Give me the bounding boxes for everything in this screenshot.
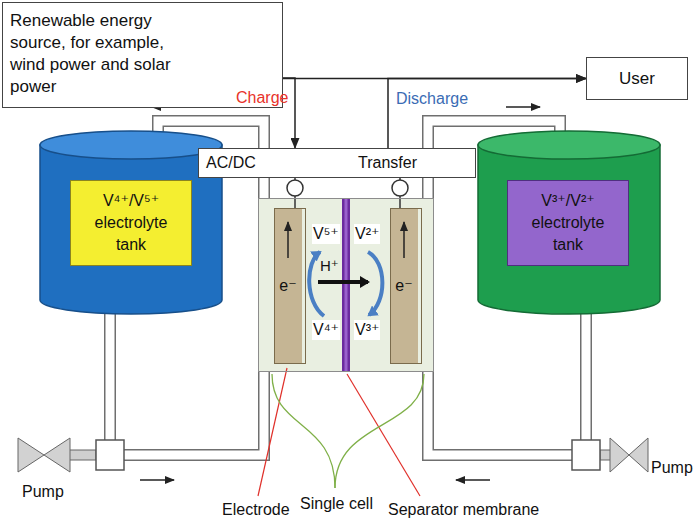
meter-symbol: [287, 180, 303, 196]
node-label: H⁺: [320, 256, 339, 276]
user-box: User: [586, 57, 688, 100]
electron-arrow: [287, 222, 289, 258]
membrane-stripe: [345, 198, 348, 372]
node-label: V⁴⁺: [312, 320, 340, 340]
node-text: V⁴⁺/V⁵⁺ electrolyte tank: [83, 190, 179, 256]
pump-symbol: [629, 438, 648, 472]
tank-top: [40, 131, 222, 159]
part-label: Separator membrane: [388, 500, 539, 520]
cell-fill: [258, 198, 434, 372]
reaction-arrow: [368, 252, 382, 315]
leader-line: [258, 368, 287, 496]
pump-symbol: [44, 438, 70, 472]
pump-label: Pump: [22, 482, 64, 502]
electrode: e⁻: [274, 208, 306, 364]
proton-arrow: [318, 280, 368, 284]
electrode: e⁻: [390, 208, 422, 364]
power-flow-arrow: [283, 78, 295, 148]
pump-symbol: [610, 438, 629, 472]
node-label: V³⁺: [354, 320, 380, 340]
pipe: [110, 295, 264, 455]
leader-line: [347, 374, 420, 496]
electrolyte-label: V³⁺/V²⁺ electrolyte tank: [507, 180, 629, 266]
tank-top: [478, 131, 660, 159]
electrode-fill: [274, 208, 302, 364]
node-label: AC/DC: [206, 153, 256, 173]
node-text: V³⁺/V²⁺ electrolyte tank: [520, 190, 616, 256]
pipe: [428, 295, 586, 455]
flow-label: Discharge: [396, 89, 468, 109]
part-label: Single cell: [300, 494, 373, 514]
separator-membrane: [342, 198, 350, 372]
valve-box: [572, 440, 600, 470]
meter-symbol: [392, 180, 408, 196]
node-text: Renewable energy source, for example, wi…: [10, 10, 190, 98]
power-flow-arrow: [388, 79, 586, 149]
flow-arrow: [140, 479, 174, 481]
node-label: V²⁺: [354, 224, 380, 244]
pipe: [110, 295, 264, 455]
part-label: Electrode: [222, 500, 290, 520]
valve-box: [96, 440, 124, 470]
node-label: V⁵⁺: [312, 224, 340, 244]
node-label: e⁻: [274, 276, 302, 296]
bracket: [272, 374, 335, 488]
node-text: User: [619, 68, 655, 90]
electrode-fill: [390, 208, 418, 364]
node-label: e⁻: [390, 276, 418, 296]
pipe: [428, 295, 586, 455]
flow-arrow: [506, 106, 540, 108]
tank-body: [40, 145, 222, 314]
flow-arrow: [456, 479, 490, 481]
pump-label: Pump: [651, 458, 693, 478]
electrolyte-label: V⁴⁺/V⁵⁺ electrolyte tank: [70, 180, 192, 266]
pump-symbol: [18, 438, 44, 472]
node-label: Transfer: [358, 153, 417, 173]
bracket: [335, 374, 424, 488]
electron-arrow: [403, 222, 405, 258]
single-cell: V⁵⁺ V²⁺ H⁺ V⁴⁺ V³⁺ e⁻ e⁻: [258, 198, 434, 372]
converter-box: AC/DC Transfer: [198, 148, 476, 178]
tank-body: [478, 145, 660, 314]
flow-label: Charge: [236, 88, 288, 108]
